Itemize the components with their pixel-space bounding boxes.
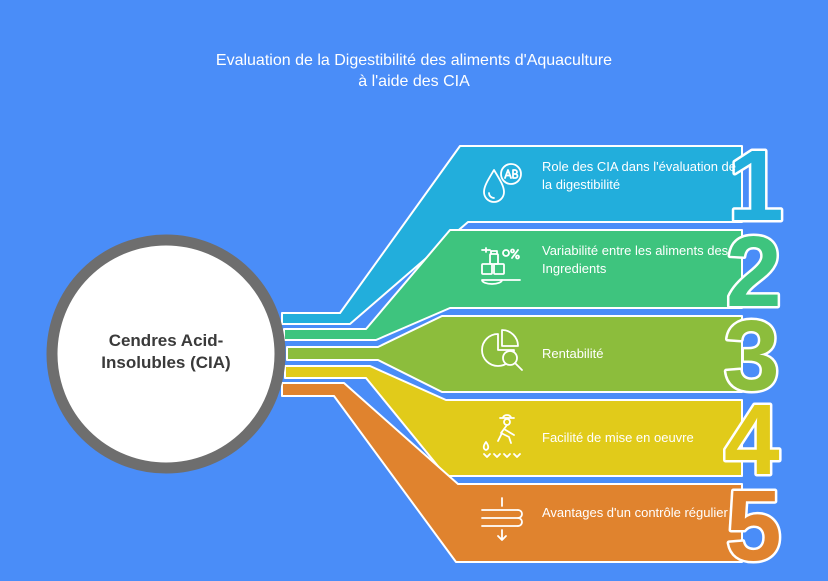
item-label-2: Variabilité entre les aliments des Ingre… — [542, 243, 729, 276]
water-drop-ab-icon — [478, 160, 526, 208]
center-label: Cendres Acid- Insolubles (CIA) — [76, 330, 256, 374]
weighing-ingredients-icon — [478, 244, 526, 292]
item-label-4: Facilité de mise en oeuvre — [542, 430, 694, 445]
pie-chart-magnifier-icon — [478, 328, 526, 376]
farmer-planting-icon — [478, 412, 526, 460]
item-label-3: Rentabilité — [542, 346, 604, 361]
title-line-2: à l'aide des CIA — [358, 73, 470, 90]
number-2: 2 — [726, 216, 782, 328]
page-title: Evaluation de la Digestibilité des alime… — [0, 50, 828, 92]
ribbon-2 — [283, 229, 743, 341]
ribbon-1 — [281, 145, 743, 325]
filter-flow-icon — [478, 496, 526, 544]
number-4: 4 — [724, 384, 780, 496]
item-label-5: Avantages d'un contrôle régulier — [542, 505, 728, 520]
center-label-line-2: Insolubles (CIA) — [101, 353, 231, 372]
number-3: 3 — [724, 300, 780, 412]
center-circle — [46, 234, 286, 474]
item-label-1: Role des CIA dans l'évaluation de la dig… — [542, 159, 736, 192]
ribbon-4 — [284, 365, 743, 477]
ribbon-5 — [281, 382, 743, 563]
number-5: 5 — [726, 470, 782, 581]
title-line-1: Evaluation de la Digestibilité des alime… — [215, 52, 613, 69]
number-1: 1 — [728, 130, 784, 242]
center-label-line-1: Cendres Acid- — [108, 331, 224, 350]
